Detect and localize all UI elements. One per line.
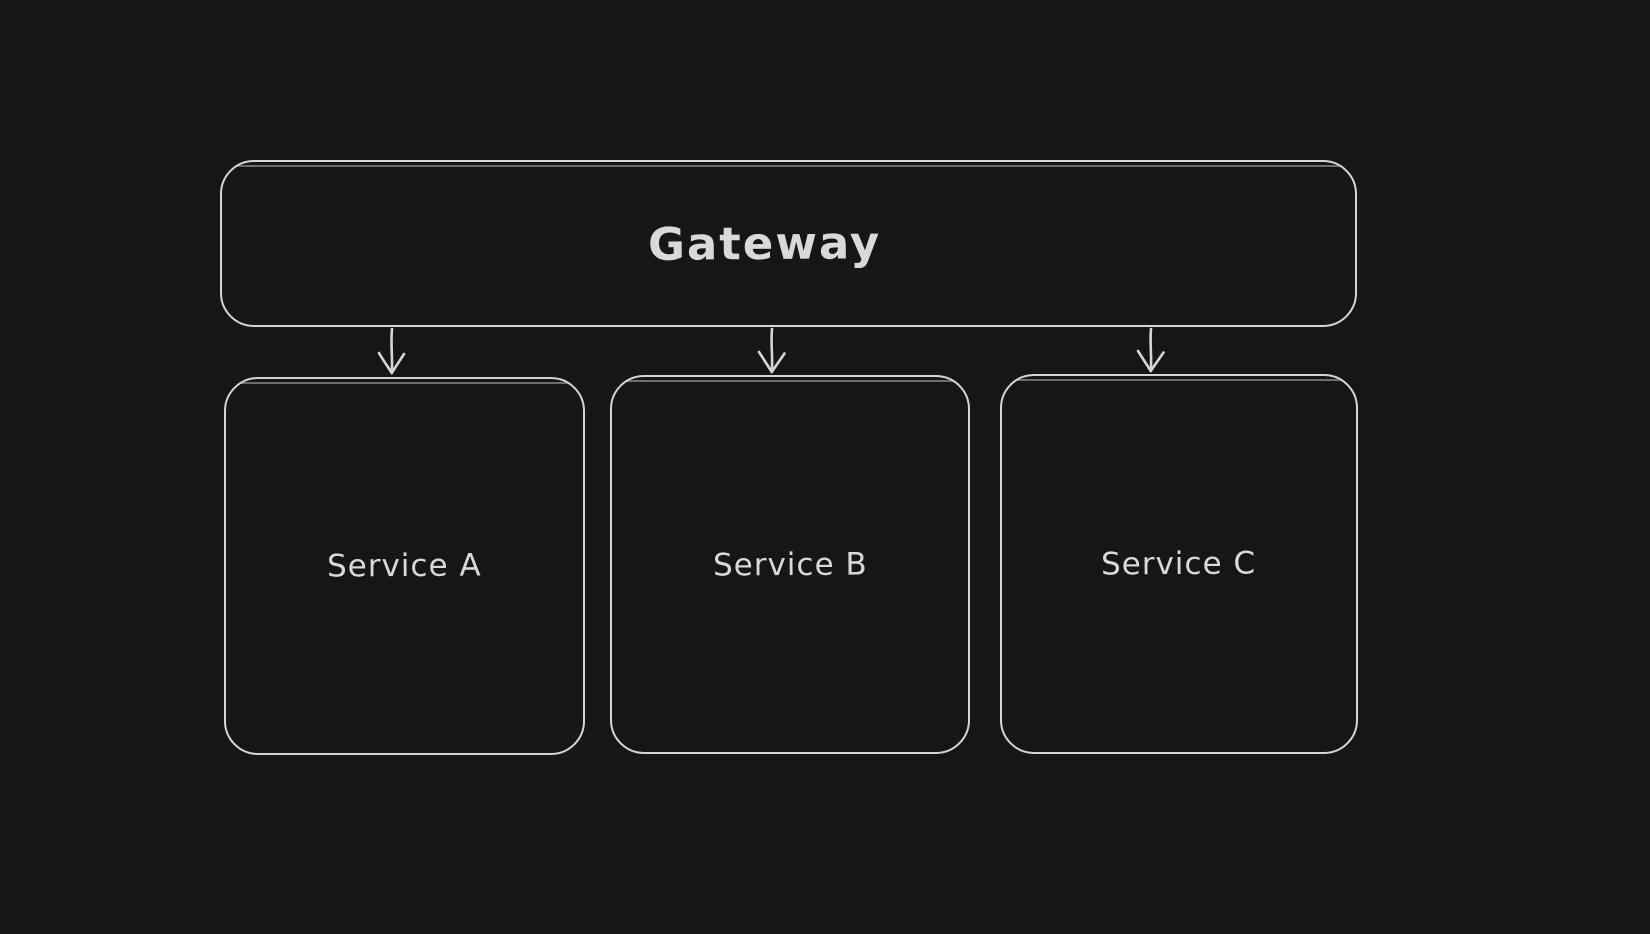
arrow-gateway-to-service-c (1136, 327, 1165, 373)
node-service-b: Service B (610, 375, 970, 754)
node-service-a: Service A (224, 377, 585, 755)
node-service-a-label: Service A (327, 547, 482, 585)
node-service-c-label: Service C (1101, 545, 1257, 583)
node-service-c: Service C (1000, 374, 1358, 754)
node-gateway: Gateway (220, 160, 1357, 327)
node-service-b-label: Service B (712, 545, 868, 584)
arrow-gateway-to-service-a (377, 327, 406, 375)
arrow-gateway-to-service-b (757, 327, 786, 374)
node-gateway-label: Gateway (647, 216, 882, 271)
